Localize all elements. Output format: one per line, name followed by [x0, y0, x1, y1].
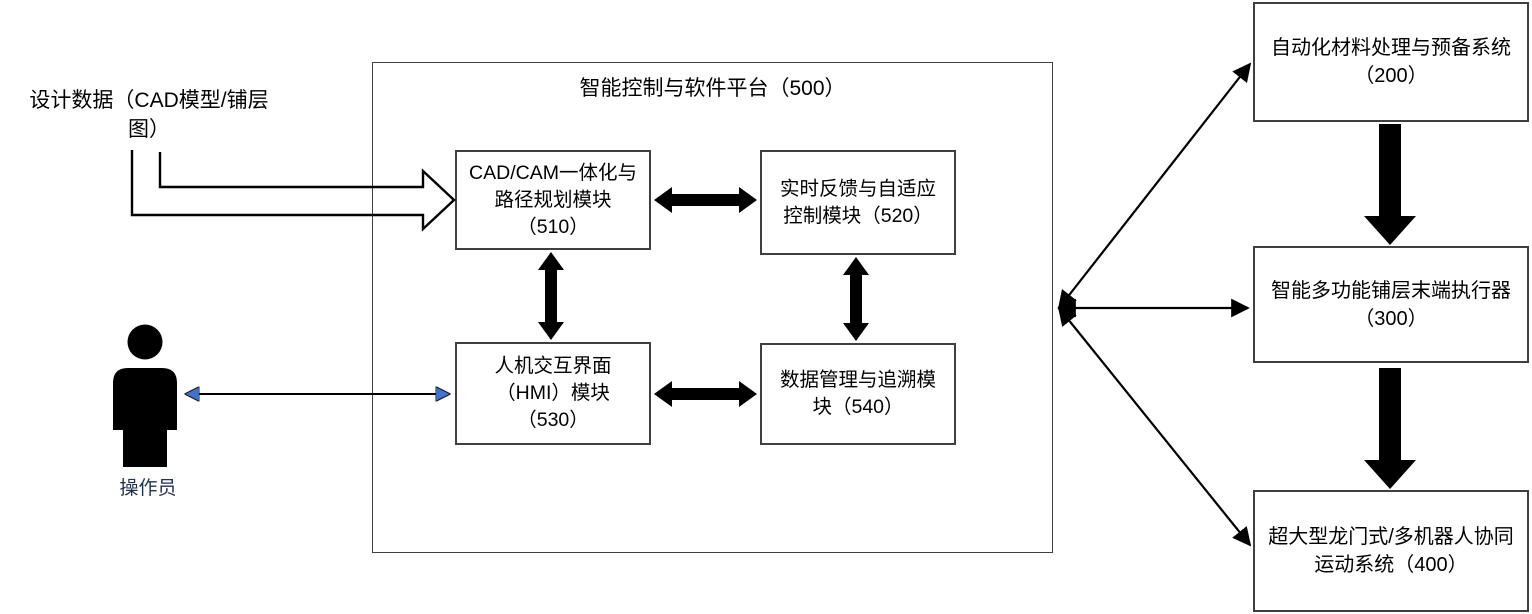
module-box-530: 人机交互界面 （HMI）模块 （530） — [455, 342, 651, 445]
module-box-510: CAD/CAM一体化与 路径规划模块 （510） — [455, 150, 651, 250]
module-530-line3: （530） — [517, 409, 589, 431]
system-box-200: 自动化材料处理与预备系统 （200） — [1253, 2, 1529, 122]
platform-title: 智能控制与软件平台（500） — [579, 77, 846, 100]
operator-icon-body — [113, 368, 177, 467]
module-530-line1: 人机交互界面 — [494, 355, 612, 377]
module-510-line1: CAD/CAM一体化与 — [469, 161, 637, 184]
system-300-line2: （300） — [1354, 307, 1428, 330]
module-510-line3: （510） — [517, 215, 589, 238]
module-520-line2: 控制模块（520） — [783, 204, 933, 227]
design-data-line2: 图） — [128, 118, 170, 141]
module-box-520: 实时反馈与自适应 控制模块（520） — [760, 150, 956, 255]
platform-box-500 — [372, 62, 1053, 553]
system-400-line1: 超大型龙门式/多机器人协同 — [1268, 526, 1514, 548]
module-540-line2: 块（540） — [812, 396, 904, 418]
module-510-line2: 路径规划模块 — [494, 188, 612, 211]
operator-icon-head — [127, 324, 163, 360]
system-box-400: 超大型龙门式/多机器人协同 运动系统（400） — [1253, 490, 1529, 612]
module-530-line2: （HMI）模块 — [496, 382, 610, 404]
module-540-line1: 数据管理与追溯模 — [779, 369, 936, 391]
system-300-line1: 智能多功能铺层末端执行器 — [1271, 279, 1511, 302]
design-data-line1: 设计数据（CAD模型/铺层 — [29, 89, 269, 112]
system-200-line1: 自动化材料处理与预备系统 — [1271, 37, 1511, 59]
operator-label: 操作员 — [119, 478, 177, 499]
module-520-line1: 实时反馈与自适应 — [779, 177, 936, 200]
system-400-line2: 运动系统（400） — [1314, 554, 1468, 576]
system-200-line2: （200） — [1354, 65, 1428, 87]
design-data-label: 设计数据（CAD模型/铺层 图） — [8, 86, 290, 144]
module-box-540: 数据管理与追溯模 块（540） — [760, 343, 956, 445]
system-box-300: 智能多功能铺层末端执行器 （300） — [1253, 246, 1529, 363]
